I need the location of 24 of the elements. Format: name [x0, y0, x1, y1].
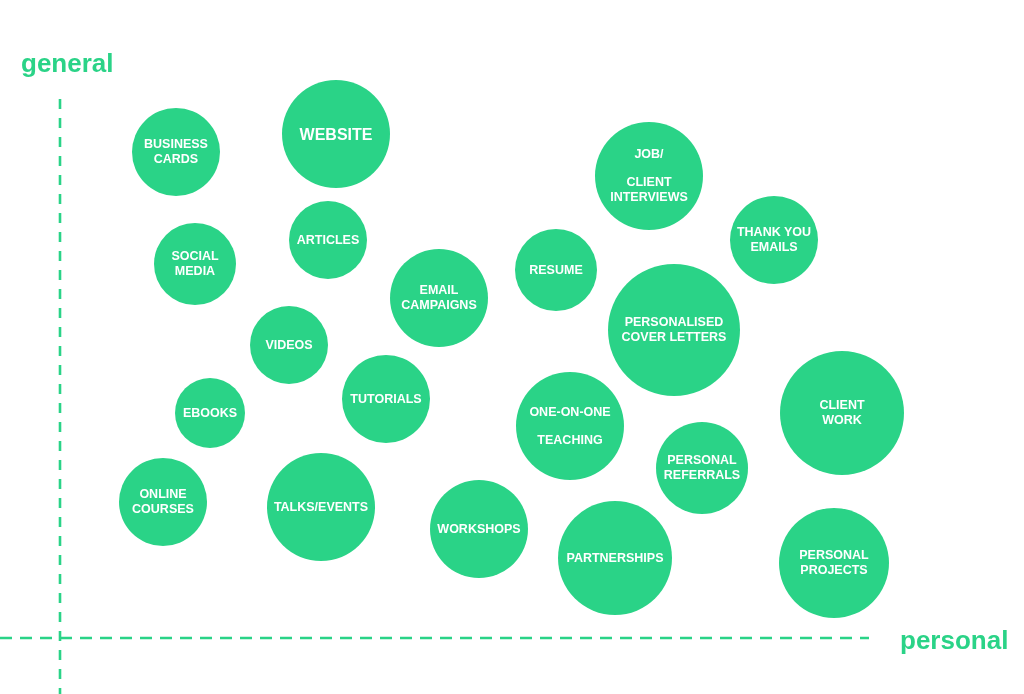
bubble-label: TUTORIALS [349, 391, 423, 407]
bubble-label: TEACHING [536, 432, 604, 448]
bubble-label: PERSONAL REFERRALS [662, 453, 742, 483]
bubble-label: ONE-ON-ONE [528, 404, 612, 420]
bubble-label: PARTNERSHIPS [565, 550, 665, 566]
bubble-label: JOB/ [633, 147, 665, 162]
bubble-label: CLIENT INTERVIEWS [609, 175, 689, 205]
bubble-label: ARTICLES [295, 232, 361, 248]
bubble-label: WEBSITE [298, 126, 374, 142]
bubble-label: CLIENT WORK [818, 398, 866, 428]
bubble-label: TALKS/EVENTS [272, 499, 370, 515]
bubble-label: BUSINESS CARDS [143, 137, 209, 167]
axis-label: personal [900, 625, 1009, 655]
bubble-label: EBOOKS [181, 405, 239, 421]
bubble-label: WORKSHOPS [436, 521, 522, 537]
bubble-label: SOCIAL MEDIA [170, 249, 220, 279]
bubble-label: PERSONAL PROJECTS [798, 548, 870, 578]
bubble-label: PERSONALISED COVER LETTERS [620, 315, 728, 345]
bubble-label: RESUME [528, 262, 584, 278]
bubble-label: THANK YOU EMAILS [735, 225, 813, 255]
bubble-label: ONLINE COURSES [131, 487, 195, 517]
bubble-label: EMAIL CAMPAIGNS [400, 283, 478, 313]
bubble-label: VIDEOS [264, 337, 314, 353]
axis-label: general [21, 48, 114, 78]
